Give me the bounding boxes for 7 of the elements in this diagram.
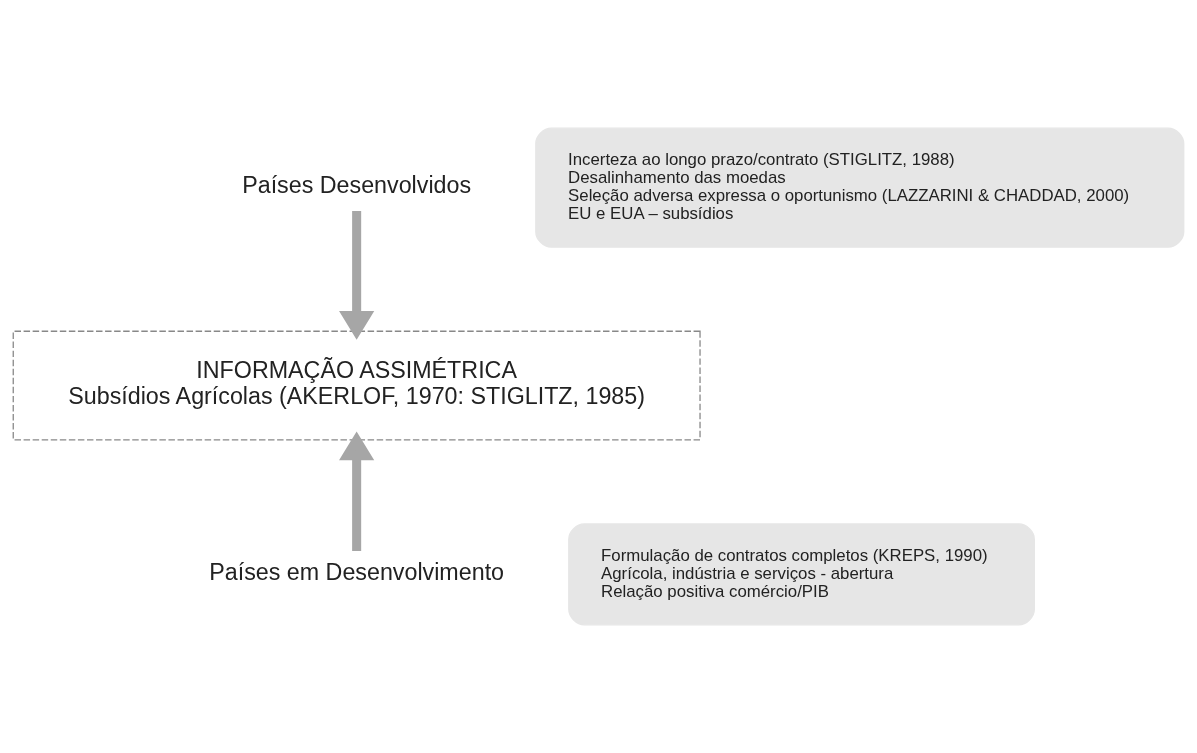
arrow [339,431,375,552]
node-text: Países Desenvolvidos [242,172,472,199]
node-box: INFORMAÇÃO ASSIMÉTRICA Subsídios Agrícolas (AKERLOF, 1970: STIGLITZ, 1985) [12,330,701,441]
node-box: Incerteza ao longo prazo/contrato (STIGLITZ, 1988) Desalinhamento das moedas Seleção adversa expressa o oportunismo (LAZZARINI & CHADDAD, 2000) EU e EUA – subsídios [535,127,1185,248]
node-text: Países em Desenvolvimento [209,559,505,586]
node-box: Formulação de contratos completos (KREPS, 1990) Agrícola, indústria e serviços - abertura Relação positiva comércio/PIB [568,523,1035,626]
arrow [339,211,375,340]
